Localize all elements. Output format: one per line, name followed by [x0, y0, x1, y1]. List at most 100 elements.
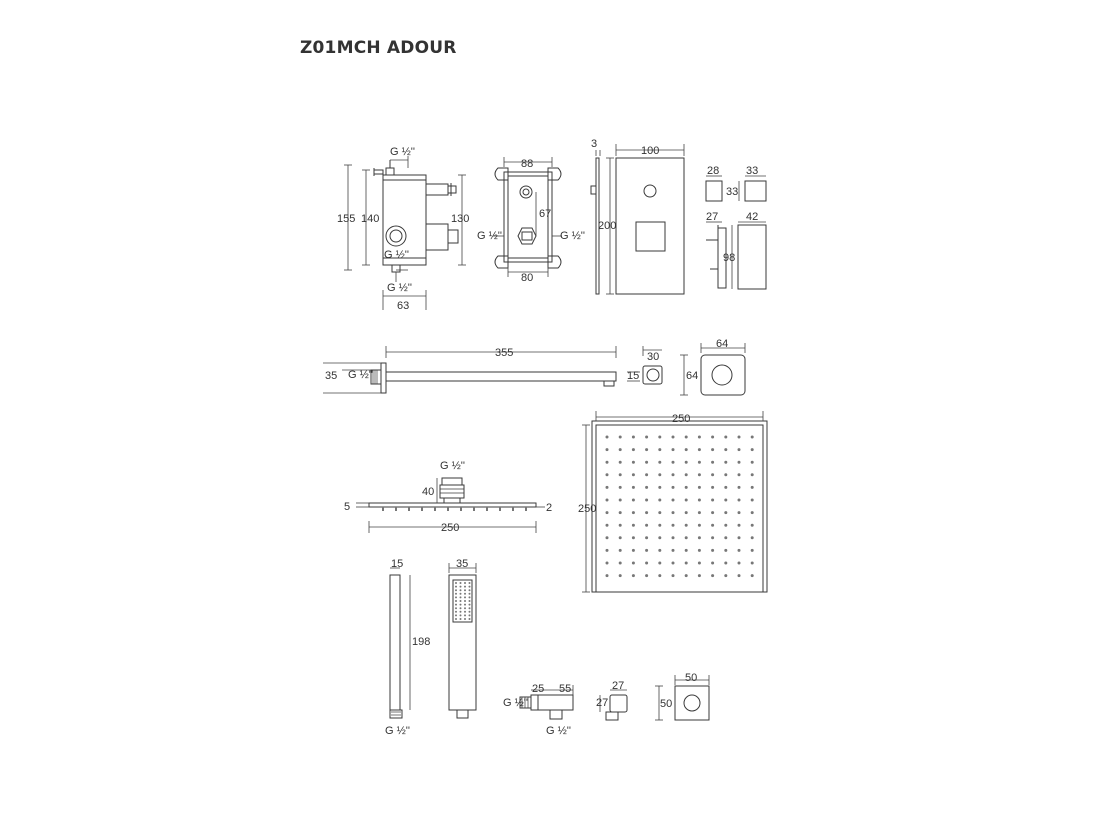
nozzle-dot — [618, 548, 622, 552]
nozzle-dot — [645, 511, 649, 515]
flange-dim-64-h: 64 — [686, 370, 698, 382]
nozzle-dot — [750, 448, 754, 452]
nozzle-dot — [618, 473, 622, 477]
nozzle-dot — [605, 485, 609, 489]
head-dim-250-left: 250 — [578, 503, 596, 515]
hand-nozzle-dot — [464, 614, 466, 617]
nozzle-dot — [671, 511, 675, 515]
nozzle-dot — [750, 523, 754, 527]
nozzle-dot — [711, 511, 715, 515]
hand-nozzle-dot — [464, 585, 466, 588]
nozzle-dot — [645, 574, 649, 578]
valve-dim-63: 63 — [397, 300, 409, 312]
nozzle-dot — [658, 548, 662, 552]
nozzle-dot — [658, 561, 662, 565]
shower-arm: 355 35 15 30 G ½'' — [323, 346, 663, 394]
nozzle-dot — [684, 498, 688, 502]
valve-dim-155: 155 — [337, 213, 355, 225]
hand-nozzle-dot — [468, 596, 471, 599]
hand-nozzle-dot — [455, 582, 457, 584]
nozzle-dot — [750, 435, 754, 439]
hand-nozzle-dot — [455, 596, 457, 599]
hand-nozzle-dot — [459, 596, 462, 599]
nozzle-dot — [711, 473, 715, 477]
nozzle-dot — [645, 448, 649, 452]
nozzle-dot — [737, 498, 741, 502]
nozzle-dot — [658, 574, 662, 578]
side-nozzle — [421, 507, 423, 511]
nozzle-dot — [724, 536, 728, 540]
side-nozzles — [382, 507, 527, 511]
nozzle-dot — [724, 460, 728, 464]
nozzle-dot — [658, 473, 662, 477]
button-handle-details: 28 33 33 27 42 98 — [705, 165, 767, 290]
nozzle-dot — [711, 448, 715, 452]
hand-nozzle-dot — [455, 614, 457, 617]
nozzle-dot — [750, 536, 754, 540]
nozzle-dot — [618, 498, 622, 502]
nozzle-dot — [631, 561, 635, 565]
nozzle-dot — [671, 548, 675, 552]
nozzle-dot — [605, 574, 609, 578]
nozzle-dot — [711, 561, 715, 565]
arm-flange: 64 64 — [680, 338, 746, 396]
nozzle-dot — [618, 511, 622, 515]
nozzle-dot — [724, 574, 728, 578]
nozzle-dot — [711, 536, 715, 540]
nozzle-dot — [697, 523, 701, 527]
side-nozzle — [486, 507, 488, 511]
nozzle-dot — [724, 448, 728, 452]
valve-thread-mid: G ½'' — [384, 249, 409, 261]
nozzle-dot — [671, 473, 675, 477]
front-thread-right: G ½'' — [560, 230, 585, 242]
nozzle-dot — [645, 523, 649, 527]
side-nozzle — [382, 507, 384, 511]
hand-nozzle-dot — [455, 589, 457, 592]
nozzle-dot — [671, 460, 675, 464]
nozzle-dot — [645, 548, 649, 552]
front-dim-80: 80 — [521, 272, 533, 284]
nozzle-dot — [618, 523, 622, 527]
handle-dim-42: 42 — [746, 211, 758, 223]
nozzle-dot — [737, 485, 741, 489]
nozzle-dot — [697, 435, 701, 439]
handle-dim-98: 98 — [723, 252, 735, 264]
side-nozzle — [434, 507, 436, 511]
nozzle-dot — [737, 435, 741, 439]
arm-dim-30: 30 — [647, 351, 659, 363]
nozzle-dot — [671, 498, 675, 502]
hand-nozzle-dot — [464, 607, 466, 610]
hand-nozzle-dot — [459, 592, 462, 595]
nozzle-dot — [711, 498, 715, 502]
hand-nozzle-dot — [459, 618, 462, 620]
head-dim-40: 40 — [422, 486, 434, 498]
nozzle-dot — [684, 574, 688, 578]
nozzle-dot — [684, 448, 688, 452]
nozzle-dot — [605, 561, 609, 565]
front-dim-88: 88 — [521, 158, 533, 170]
nozzle-dot — [684, 561, 688, 565]
nozzle-dot — [605, 523, 609, 527]
arm-thread: G ½'' — [348, 369, 373, 381]
head-dim-2: 2 — [546, 502, 552, 514]
nozzle-dot — [658, 460, 662, 464]
nozzle-dot — [631, 473, 635, 477]
nozzle-dot — [605, 536, 609, 540]
hand-dim-35: 35 — [456, 558, 468, 570]
hand-nozzle-dot — [455, 607, 457, 610]
hand-nozzle-dot — [464, 592, 466, 595]
nozzle-dot — [684, 536, 688, 540]
nozzle-dot — [618, 561, 622, 565]
button-dim-33-h: 33 — [726, 186, 738, 198]
hand-nozzle-grid — [455, 582, 471, 620]
nozzle-dot — [671, 485, 675, 489]
valve-side-view: 155 140 130 63 G ½'' G ½'' G ½'' — [337, 146, 469, 312]
nozzle-dot — [711, 435, 715, 439]
nozzle-dot — [658, 435, 662, 439]
head-dim-5: 5 — [344, 501, 350, 513]
outlet-dim-25: 25 — [532, 683, 544, 695]
hand-nozzle-dot — [459, 582, 462, 584]
nozzle-dot — [737, 460, 741, 464]
nozzle-dot — [618, 435, 622, 439]
hand-dim-198: 198 — [412, 636, 430, 648]
